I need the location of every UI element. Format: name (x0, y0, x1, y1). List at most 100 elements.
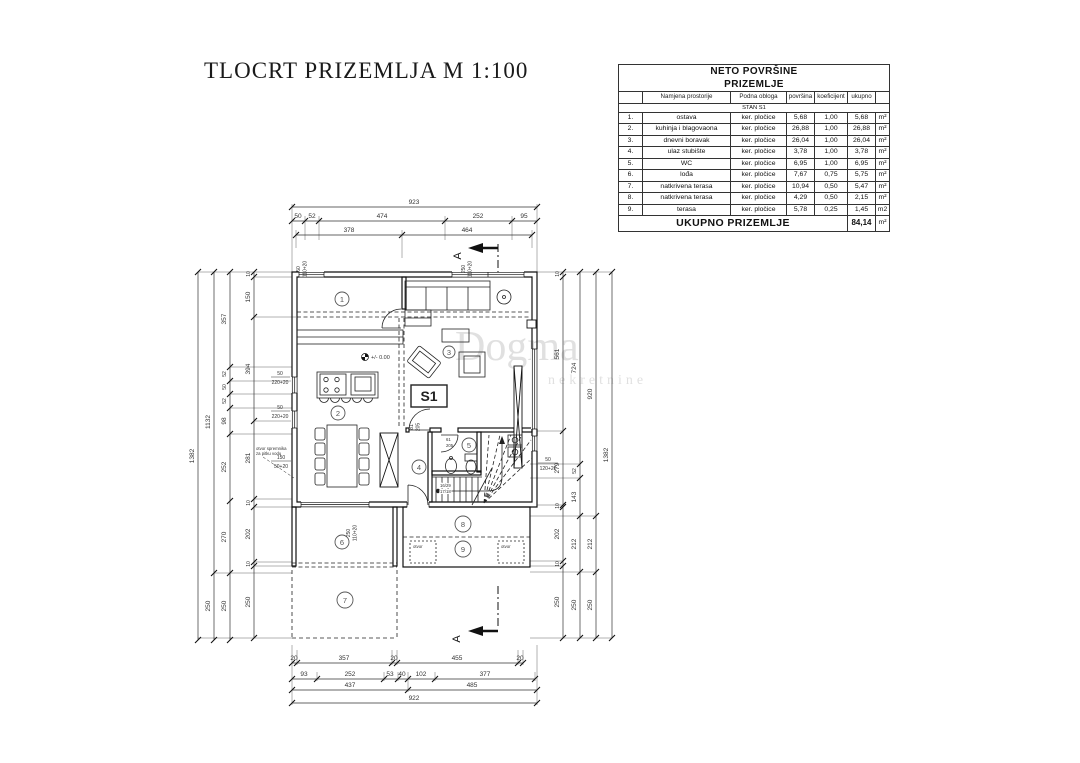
cell-floor: ker. pločice (730, 203, 787, 216)
watermark: Dogma nekretnine (455, 324, 643, 388)
dim-label: 10 (555, 271, 561, 277)
cell-unit: m² (874, 180, 891, 193)
cell-unit: m² (874, 146, 891, 159)
dim-label: 252 (473, 213, 484, 220)
dim-label: 20 (290, 655, 298, 662)
cell-coef: 0,50 (814, 180, 848, 193)
cell-num: 9. (618, 203, 643, 216)
dim-label: 250 (245, 596, 252, 607)
cell-num: 4. (618, 146, 643, 159)
shafts (379, 319, 537, 488)
shaft-note-2: otvor (501, 544, 511, 549)
walls (291, 271, 538, 568)
dim-label: 98 (221, 417, 228, 425)
cell-floor: ker. pločice (730, 111, 787, 124)
dim-label: 53 (386, 671, 394, 678)
cell-area: 26,88 (786, 123, 815, 136)
windows (291, 271, 538, 508)
area-table: NETO POVRŠINE PRIZEMLJE Namjena prostori… (617, 64, 891, 232)
dims-top: 923 50 52 474 252 95 378 464 (294, 199, 528, 234)
win-loggia-w: 250 (346, 529, 352, 538)
bar-stools (319, 397, 373, 403)
stairs (432, 434, 533, 506)
cell-unit: m² (874, 134, 891, 147)
opening-labels: 50 110+20 250 110+20 50 220+20 50 220+20… (256, 261, 558, 549)
header-coef: koeficijent (814, 91, 848, 104)
cell-num: 6. (618, 169, 643, 182)
dim-label: 250 (205, 600, 212, 611)
dim-label: 1132 (205, 415, 212, 429)
cell-unit: m² (874, 111, 891, 124)
armchair-rotated (407, 345, 441, 379)
window-right-wc (531, 435, 538, 452)
dim-label: 485 (467, 682, 478, 689)
door-living-w: 81 (409, 424, 415, 430)
cell-floor: ker. pločice (730, 123, 787, 136)
cell-unit: m² (874, 123, 891, 136)
dims-right: 10 561 279 10 202 10 250 724 52 143 212 … (554, 271, 610, 610)
table-row: 1. ostava ker. pločice 5,68 1,00 5,68 m² (618, 111, 891, 124)
dimension-lines (197, 206, 613, 704)
header-unit (874, 91, 891, 104)
window-top-right (451, 271, 525, 278)
cell-room: ulaz stubište (642, 146, 731, 159)
win-loggia-h: 110+20 (353, 525, 359, 542)
cell-unit: m² (874, 192, 891, 205)
dim-label: 10 (555, 561, 561, 567)
table-row: 6. lođa ker. pločice 7,67 0,75 5,75 m² (618, 169, 891, 182)
coffee-table (441, 328, 470, 343)
dim-label: 377 (480, 671, 491, 678)
cell-num: 2. (618, 123, 643, 136)
table-group-row: STAN S1 (617, 102, 891, 113)
dim-label: 250 (554, 596, 561, 607)
table-row: 3. dnevni boravak ker. pločice 26,04 1,0… (618, 134, 891, 147)
room-8: 8 (461, 520, 465, 529)
door-room1 (381, 308, 402, 329)
dining-table (314, 424, 370, 488)
group-label: STAN S1 (617, 102, 891, 113)
total-label: UKUPNO PRIZEMLJE (618, 215, 848, 232)
window-top-left (298, 271, 325, 278)
dim-label: 561 (554, 348, 561, 359)
cell-total: 6,95 (847, 157, 876, 170)
cell-area: 10,94 (786, 180, 815, 193)
dim-label: 10 (555, 503, 561, 509)
win-top-left-w: 50 (296, 266, 302, 272)
cell-floor: ker. pločice (730, 134, 787, 147)
header-empty (618, 91, 643, 104)
cell-area: 5,68 (786, 111, 815, 124)
dim-label: 724 (571, 362, 578, 373)
cell-room: kuhinja i blagovaona (642, 123, 731, 136)
floor-lamp (496, 289, 512, 305)
door-wc-w: 61 (446, 437, 451, 442)
dim-label: 922 (409, 695, 420, 702)
header-area: površina (786, 91, 815, 104)
dim-label: 50 (222, 384, 228, 390)
cell-room: dnevni boravak (642, 134, 731, 147)
furniture (296, 280, 523, 488)
dim-label: 252 (221, 461, 228, 472)
door-living (408, 408, 431, 431)
dim-label: 1382 (603, 447, 610, 462)
window-loggia (300, 501, 370, 508)
win-right-wc-h: 120+20 (540, 466, 557, 472)
cell-area: 4,29 (786, 192, 815, 205)
section-arrow-bottom (468, 626, 483, 636)
cell-total: 2,15 (847, 192, 876, 205)
dim-label: 212 (571, 538, 578, 549)
room-numbers: 1 2 3 4 5 6 7 8 9 (330, 291, 477, 609)
total-unit: m² (874, 215, 891, 232)
table-row: 8. natkrivena terasa ker. pločice 4,29 0… (618, 192, 891, 205)
dim-label: 52 (222, 398, 228, 404)
dim-label: 212 (587, 538, 594, 549)
cell-room: ostava (642, 111, 731, 124)
sofa (404, 280, 491, 327)
level-marker: +/- 0.00 (361, 353, 390, 361)
tank-note-1: otvor spremnika (256, 446, 287, 451)
door-living-h: 205 (416, 423, 422, 432)
room-9: 9 (461, 545, 465, 554)
dim-label: 474 (377, 213, 388, 220)
table-row: 9. terasa ker. pločice 5,78 0,25 1,45 m2 (618, 203, 891, 216)
total-value: 84,14 (847, 215, 876, 232)
window-right-living (531, 348, 538, 430)
